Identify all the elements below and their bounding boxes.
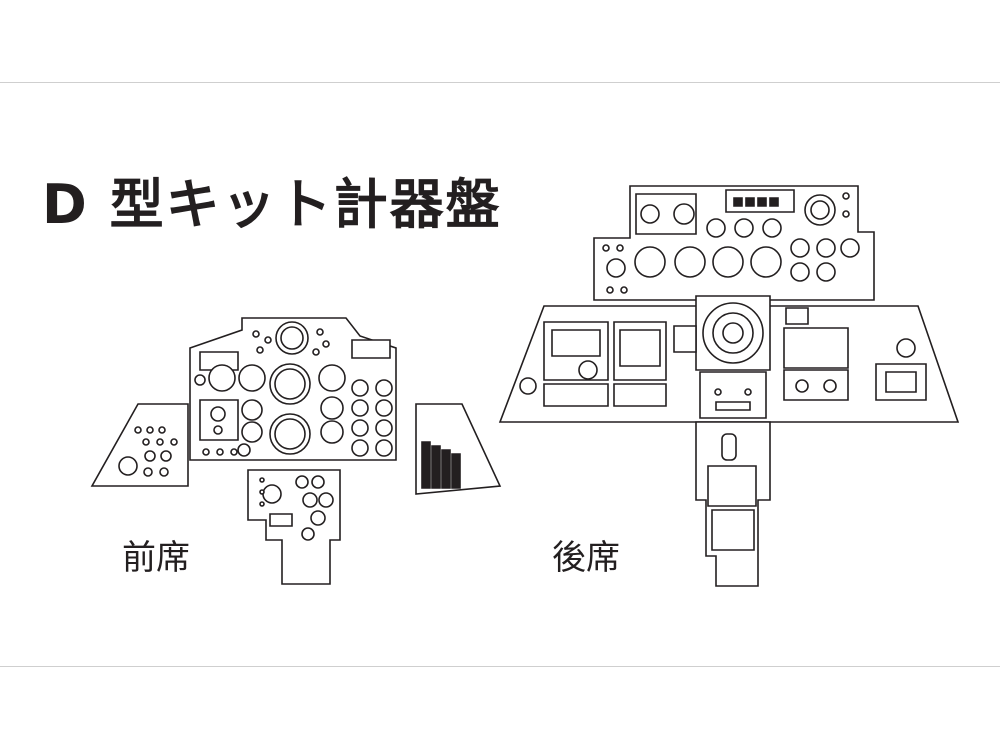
rear-right-switch-box bbox=[784, 370, 848, 400]
rear-center-left-box bbox=[674, 326, 696, 352]
rear-annunciator-lights bbox=[734, 198, 778, 206]
front-right-gauges bbox=[352, 380, 392, 456]
rear-left-knob bbox=[520, 378, 536, 394]
rear-pedestal-handle bbox=[722, 434, 736, 460]
front-left-gauge bbox=[119, 457, 137, 475]
rear-far-right-box bbox=[876, 364, 926, 400]
front-pedestal-controls bbox=[260, 476, 333, 540]
rear-upper-small-knobs bbox=[603, 193, 849, 293]
rear-right-upper-strip bbox=[786, 308, 808, 324]
rear-adi-base bbox=[700, 372, 766, 418]
rear-left-switch-box bbox=[544, 384, 608, 406]
rear-adi-base-knobs bbox=[715, 389, 751, 410]
front-seat-label: 前席 bbox=[122, 538, 190, 578]
front-right-display bbox=[352, 340, 390, 358]
rear-seat-label: 後席 bbox=[552, 538, 620, 578]
frame-bottom-rule bbox=[0, 666, 1000, 667]
diagram-title: D 型キット計器盤 bbox=[42, 173, 502, 236]
front-lower-knobs bbox=[203, 444, 250, 456]
front-left-switches bbox=[135, 427, 177, 476]
front-main-gauges bbox=[195, 364, 345, 454]
rear-upper-gauges bbox=[607, 219, 859, 281]
rear-pedestal-box bbox=[708, 466, 756, 506]
rear-center-left-switches bbox=[614, 384, 666, 406]
front-left-console bbox=[92, 404, 188, 486]
rear-right-display bbox=[784, 328, 848, 368]
front-right-stack bbox=[422, 442, 460, 488]
frame-top-rule bbox=[0, 82, 1000, 83]
front-top-knobs bbox=[253, 329, 329, 355]
rear-far-right-knob bbox=[897, 339, 915, 357]
